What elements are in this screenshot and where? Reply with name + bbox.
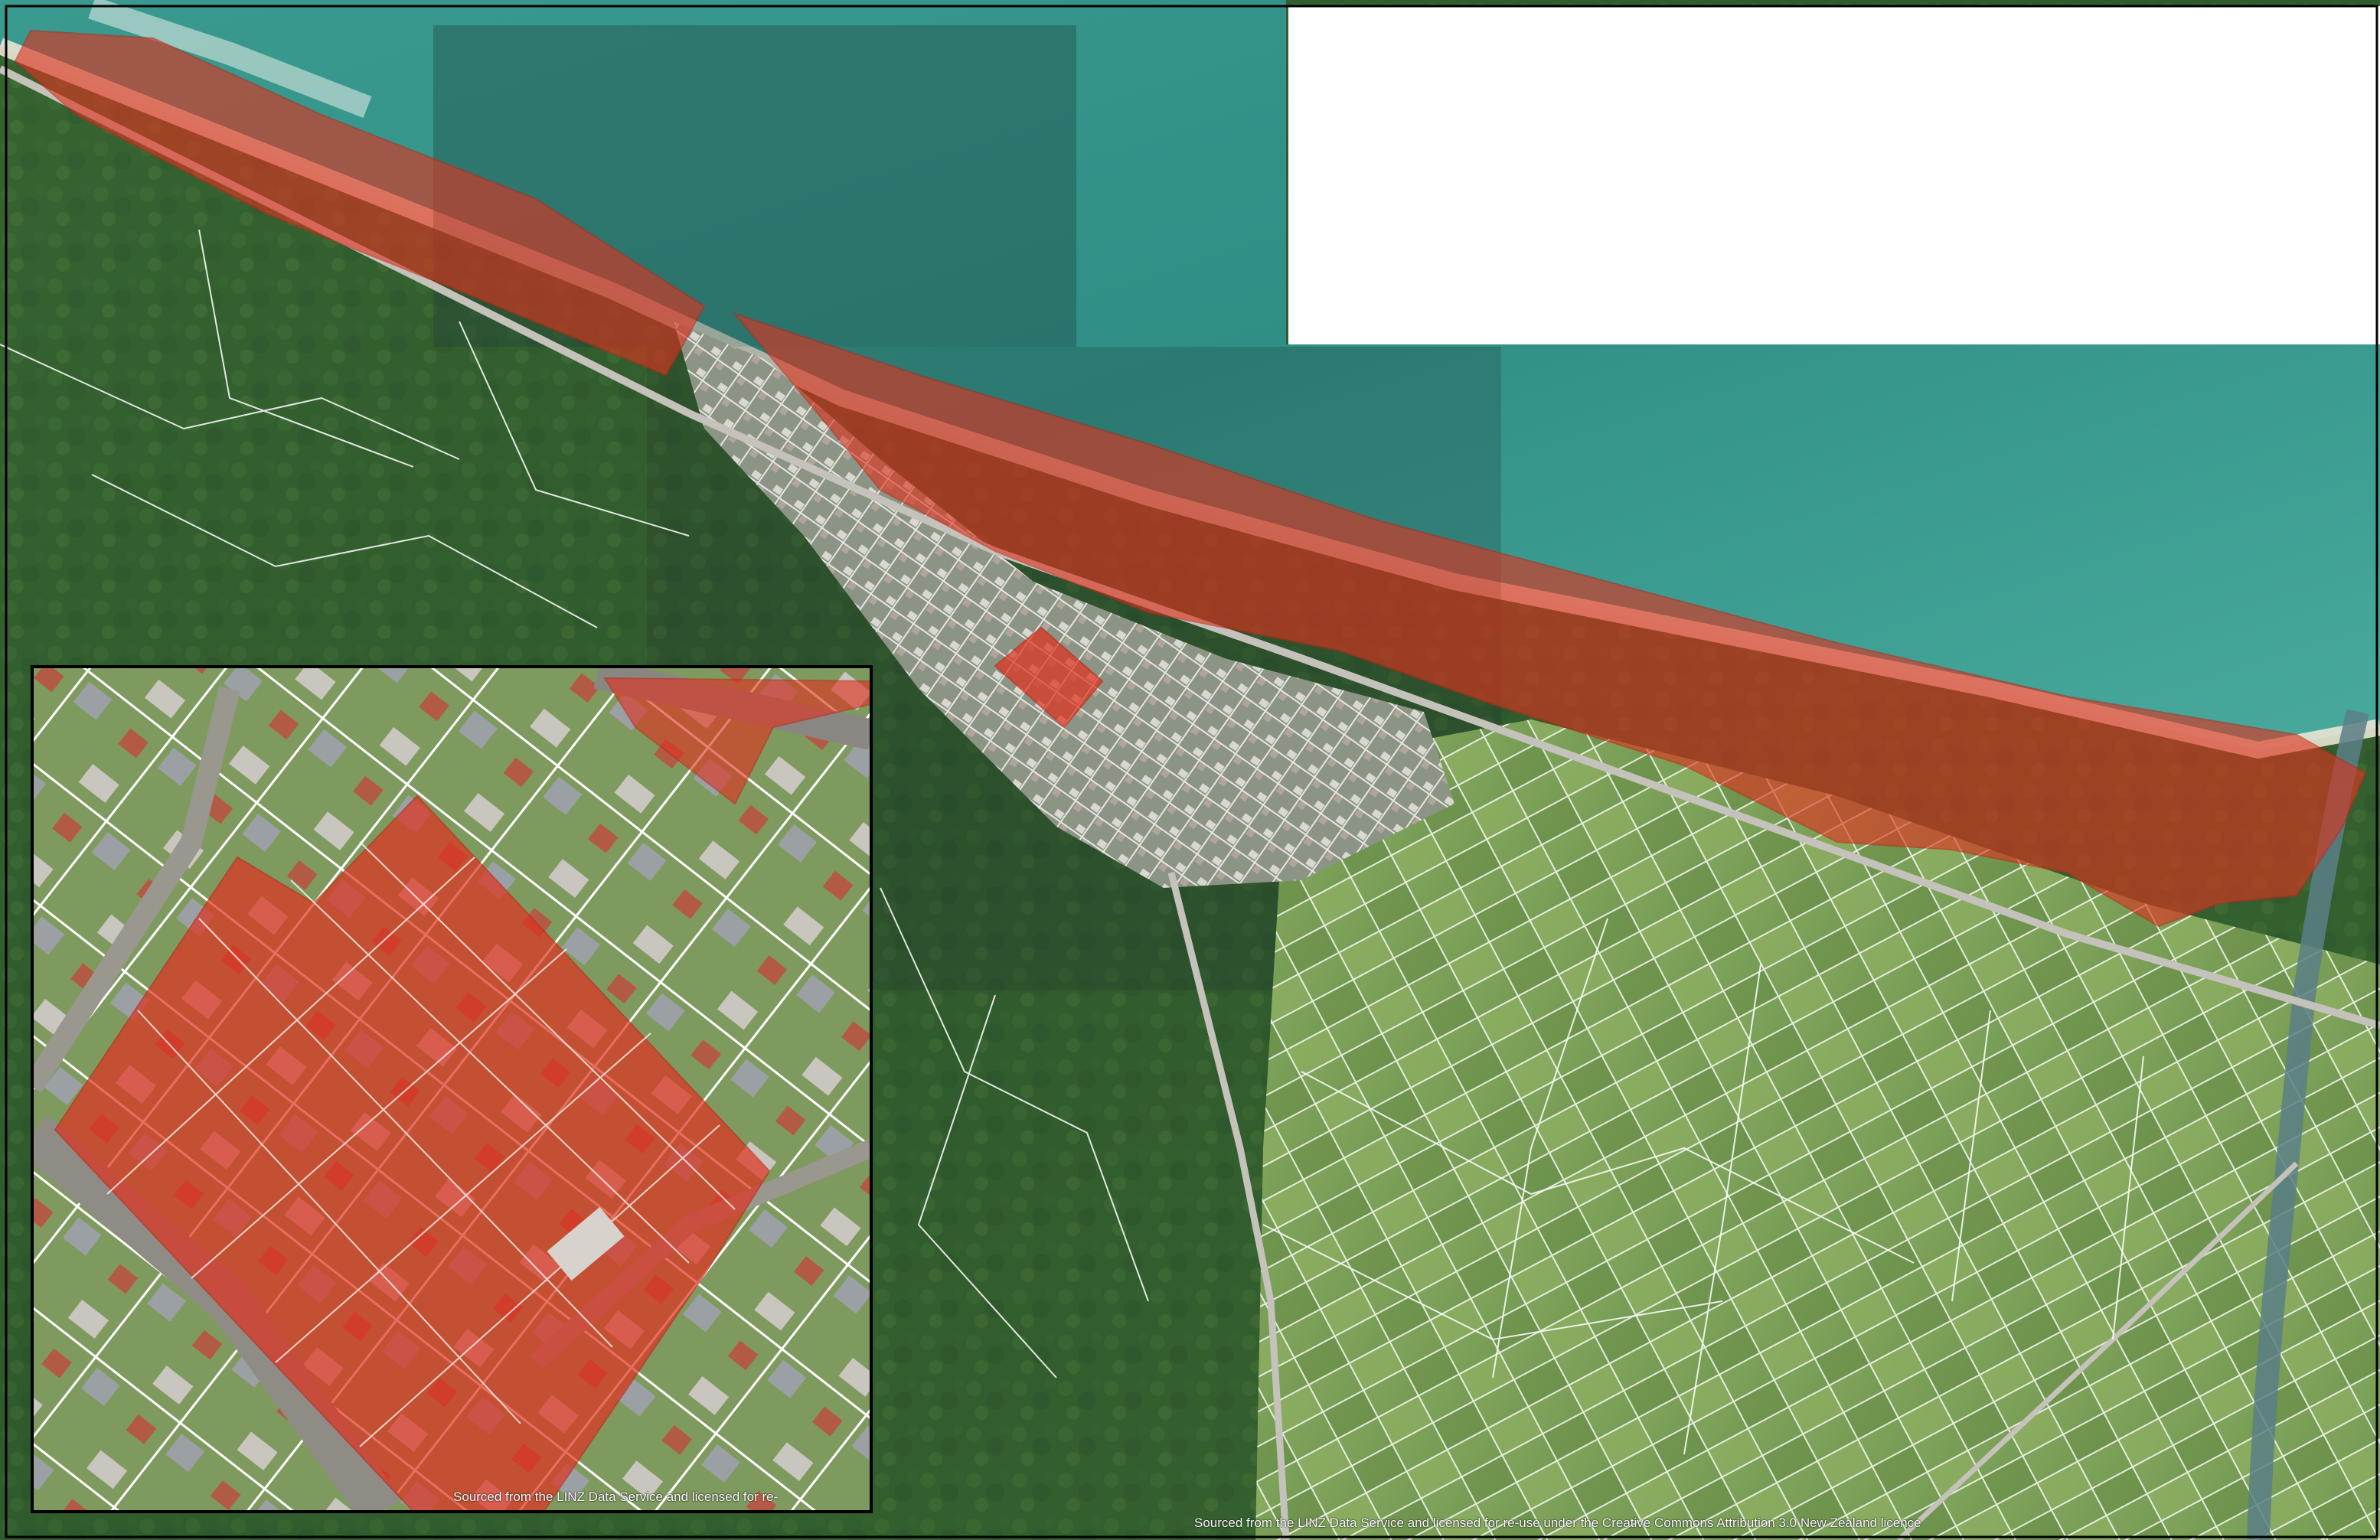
map-frame [5,5,2378,1538]
inset-frame [31,665,873,1513]
town-block-zone[interactable] [994,626,1104,729]
inset-side-road [32,686,240,1093]
inset-parcel-grid [106,841,736,1447]
sea-area [0,0,2380,750]
inset-zone-corner[interactable] [603,677,871,805]
inland-road [1167,871,1290,1540]
farmland-area [1255,719,2380,1540]
inset-attribution: Sourced from the LINZ Data Service and l… [453,1489,779,1504]
inset-zone-parcel[interactable] [54,794,771,1512]
coastal-reserve-west[interactable] [14,29,706,377]
surf-foam [88,0,372,118]
inset-map[interactable] [31,665,873,1513]
no-imagery-area [1288,6,2380,344]
highlight-zones [14,29,2367,928]
coastal-reserve-east[interactable] [732,312,2367,928]
parcel-boundaries [0,229,2144,1455]
inset-building [547,1206,625,1281]
map-attribution: Sourced from the LINZ Data Service and l… [1194,1516,1921,1530]
